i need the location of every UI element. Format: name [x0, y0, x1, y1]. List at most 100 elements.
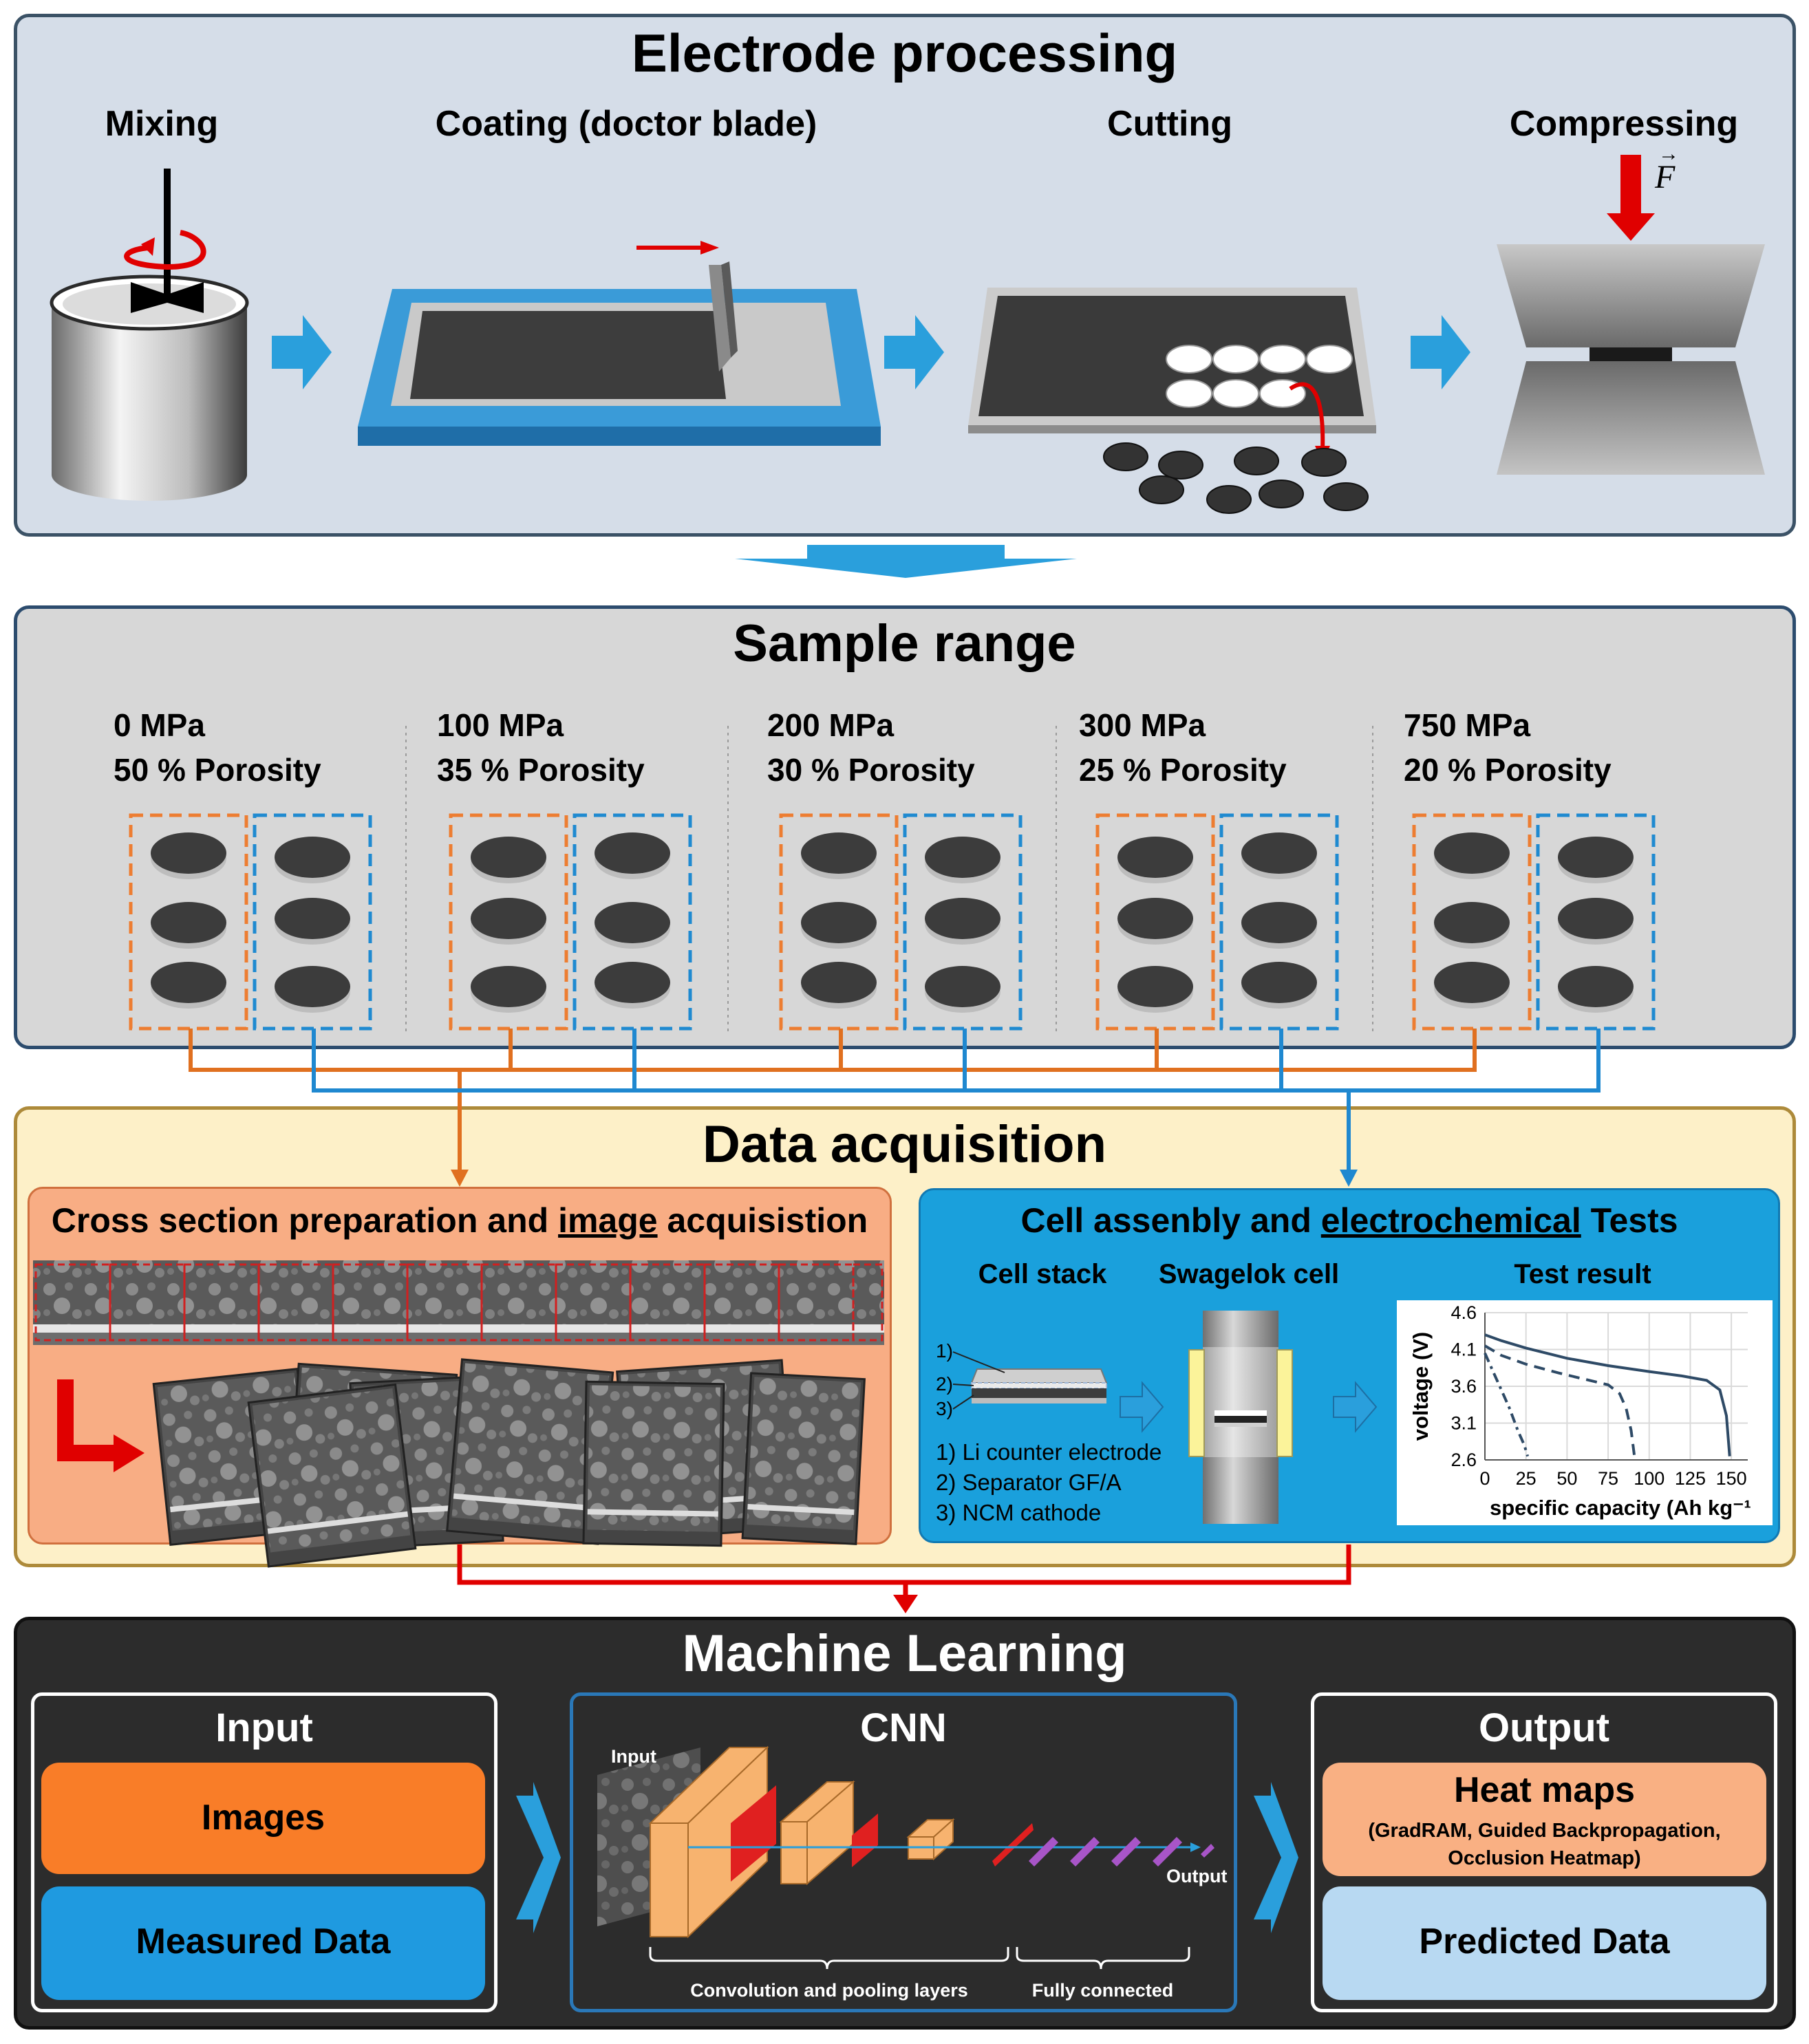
cell-arrow-icon	[1120, 1381, 1378, 1433]
electrode-disc	[1241, 962, 1317, 1003]
ml-output-box	[1311, 1692, 1777, 2012]
red-connector-lines	[457, 1545, 1351, 1596]
sample-porosity-label: 20 % Porosity	[1404, 752, 1612, 788]
electrode-disc	[801, 832, 877, 874]
predicted-data-label: Predicted Data	[1419, 1922, 1670, 1961]
cell-panel-title-prefix: Cell assenbly and	[1020, 1201, 1321, 1240]
images-pill	[41, 1763, 485, 1874]
electrode-disc	[925, 966, 1000, 1007]
image-panel-title: Cross section preparation and image acqu…	[28, 1201, 892, 1240]
cell-panel-title-underlined: electrochemical	[1320, 1201, 1581, 1240]
legend-separator: 2) Separator GF/A	[936, 1470, 1122, 1495]
electrode-disc	[595, 902, 670, 943]
cnn-input-label: Input	[611, 1746, 656, 1767]
electrode-title: Electrode processing	[631, 23, 1178, 83]
electrode-disc	[1558, 966, 1634, 1007]
cnn-output-label: Output	[1166, 1866, 1228, 1886]
chart-x-tick-label: 25	[1516, 1468, 1537, 1489]
electrode-cutting-icon	[968, 288, 1376, 514]
electrode-disc	[1241, 832, 1317, 874]
electrode-disc	[151, 902, 226, 943]
electrode-disc	[1434, 962, 1510, 1003]
image-panel-title-prefix: Cross section preparation and	[51, 1201, 559, 1240]
chart-x-tick-label: 125	[1675, 1468, 1706, 1489]
electrode-disc	[275, 898, 350, 939]
chart-y-axis-label: voltage (V)	[1409, 1332, 1433, 1441]
force-vector-arrow-icon: →	[1658, 142, 1679, 165]
stack-marker-3: 3)	[936, 1398, 953, 1419]
swagelok-heading: Swagelok cell	[1158, 1259, 1340, 1289]
sample-porosity-label: 30 % Porosity	[767, 752, 975, 788]
ml-arrow-icon	[516, 1782, 1298, 1933]
electrode-disc	[595, 962, 670, 1003]
sample-porosity-label: 35 % Porosity	[437, 752, 645, 788]
ml-cnn-box	[570, 1692, 1237, 2012]
ml-cnn-title: CNN	[860, 1706, 947, 1750]
compression-press-icon	[1497, 155, 1765, 475]
step-cutting-label: Cutting	[1107, 104, 1232, 144]
electrode-disc	[1117, 966, 1193, 1007]
sample-pressure-label: 750 MPa	[1404, 707, 1531, 743]
cell-stack-icon	[952, 1351, 1108, 1410]
red-elbow-arrow-icon	[57, 1379, 117, 1461]
swagelok-cell-icon	[1188, 1311, 1293, 1524]
electrode-disc	[1241, 902, 1317, 943]
process-arrow-icon	[272, 315, 1470, 389]
red-arrowhead-icon	[893, 1595, 918, 1613]
electrode-panel	[14, 14, 1796, 537]
electrode-disc	[151, 832, 226, 874]
electrode-disc	[1558, 898, 1634, 939]
sample-groups	[129, 813, 1656, 1031]
heat-maps-methods-line2: Occlusion Heatmap)	[1448, 1847, 1641, 1869]
electrode-disc	[471, 898, 546, 939]
doctor-blade-coating-icon	[358, 241, 881, 446]
chart-x-tick-label: 150	[1716, 1468, 1747, 1489]
image-tiles	[152, 1358, 866, 1568]
sample-pressure-label: 0 MPa	[114, 707, 205, 743]
chart-y-tick-label: 3.1	[1451, 1413, 1477, 1434]
chart-x-tick-label: 75	[1598, 1468, 1618, 1489]
ml-input-title: Input	[215, 1706, 313, 1750]
orange-arrowhead-icon	[451, 1170, 469, 1187]
cnn-diagram	[597, 1745, 1214, 1970]
chart-y-tick-label: 4.1	[1451, 1340, 1477, 1360]
step-mixing-label: Mixing	[105, 104, 219, 144]
electrode-disc	[1434, 902, 1510, 943]
chart-y-tick-label: 4.6	[1451, 1302, 1477, 1323]
ml-images-label: Images	[201, 1798, 325, 1838]
chart-background	[1397, 1300, 1773, 1525]
chart-series-line-1	[1484, 1333, 1731, 1456]
electrode-disc	[925, 837, 1000, 878]
electrode-disc	[1117, 837, 1193, 878]
stack-marker-1: 1)	[936, 1340, 953, 1362]
sample-porosity-label: 50 % Porosity	[114, 752, 321, 788]
legend-ncm-cathode: 3) NCM cathode	[936, 1500, 1102, 1525]
heat-maps-title: Heat maps	[1454, 1770, 1635, 1810]
electrode-disc	[595, 832, 670, 874]
blue-connector-lines	[312, 1029, 1601, 1171]
ml-input-box	[31, 1692, 497, 2012]
stack-marker-2: 2)	[936, 1373, 953, 1395]
sample-pressure-label: 200 MPa	[767, 707, 895, 743]
chart-y-tick-label: 2.6	[1451, 1450, 1477, 1470]
ml-output-title: Output	[1478, 1706, 1610, 1750]
cell-stack-heading: Cell stack	[978, 1259, 1107, 1289]
ml-measured-label: Measured Data	[136, 1922, 391, 1961]
sample-title: Sample range	[733, 614, 1076, 673]
image-panel-title-underlined: image	[558, 1201, 658, 1240]
chart-series-line-2	[1484, 1344, 1636, 1456]
electrode-disc	[1117, 898, 1193, 939]
electrode-disc	[1558, 837, 1634, 878]
chart-series-line-3	[1484, 1352, 1530, 1457]
electrode-disc	[1434, 832, 1510, 874]
chart-y-tick-label: 3.6	[1451, 1376, 1477, 1397]
electrode-disc	[925, 898, 1000, 939]
electrode-disc	[151, 962, 226, 1003]
sample-pressure-label: 100 MPa	[437, 707, 564, 743]
predicted-data-pill	[1323, 1886, 1766, 2000]
orange-connector-lines	[189, 1029, 1477, 1171]
cell-panel-title: Cell assenbly and electrochemical Tests	[919, 1201, 1780, 1240]
chart-x-tick-label: 0	[1479, 1468, 1490, 1489]
